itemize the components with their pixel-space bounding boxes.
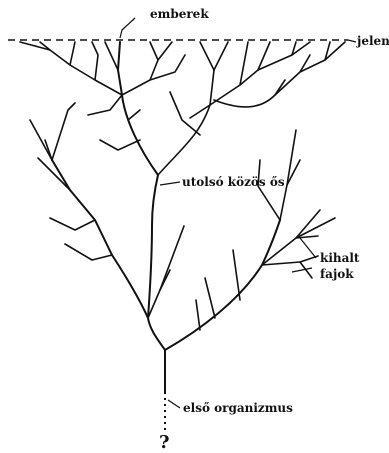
branch [30,120,52,160]
humans-pointer [120,18,135,38]
branch [258,160,280,220]
branch [65,244,112,260]
right-limb [165,220,280,350]
branch [70,42,75,65]
branch [40,42,122,95]
branch [258,42,310,70]
branch [128,110,140,120]
extinct-pointer-1 [300,238,316,258]
first-organism-label: első organizmus [183,401,293,415]
present-pointer [348,40,356,42]
extinct-label-line2: fajok [320,267,354,281]
present-label: jelen [356,34,389,48]
branch [158,42,172,60]
branch [88,95,122,115]
branch [92,42,98,80]
extinct-label-line1: kihalt [320,251,360,265]
unknown-origin-mark: ? [159,432,170,453]
lca-stem [118,42,158,175]
branch [214,42,228,70]
branch [200,42,214,70]
branch [52,103,75,160]
branch [210,70,258,105]
extinct-pointer-2 [292,268,312,272]
branch [100,140,140,150]
branch [50,218,95,230]
first-organism-pointer [168,400,180,408]
branch [160,226,184,290]
tree-branches [20,42,345,392]
branch [262,210,320,265]
branch [196,300,200,330]
branch [214,42,345,107]
root-trunk [148,318,165,392]
last-common-ancestor-label: utolsó közös ős [182,175,285,189]
branch [205,278,215,318]
branch [296,218,335,238]
lca-pointer [160,182,180,185]
branch [105,42,118,70]
humans-label: emberek [150,7,209,21]
left-limb [52,160,148,318]
branch [233,250,240,300]
branch [122,42,158,95]
